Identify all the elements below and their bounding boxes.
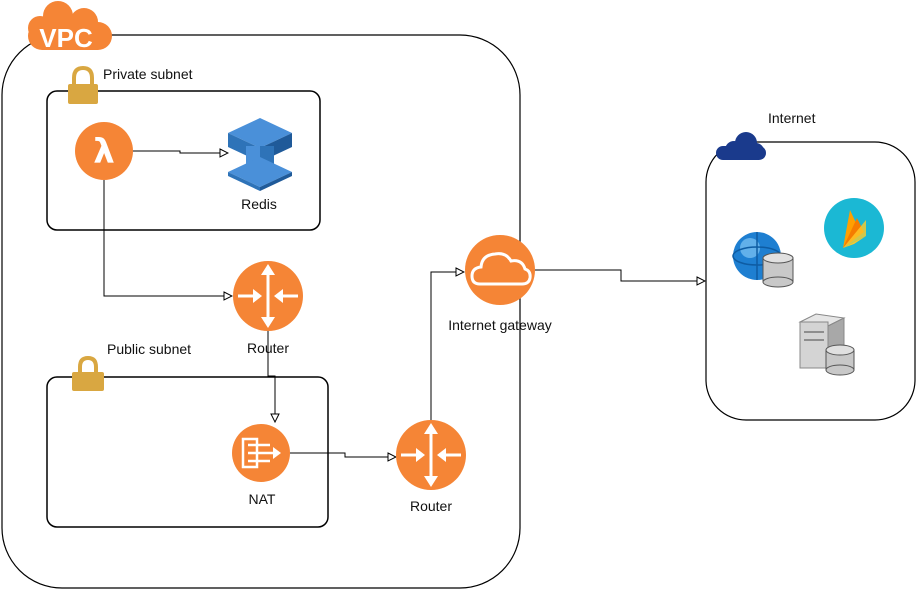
redis-node[interactable]: Redis [228,118,292,212]
edge-igw-internet [535,269,705,281]
globe-database-icon [732,232,794,288]
nat-node[interactable]: NAT [232,424,290,507]
private-subnet-container [46,90,321,231]
internet-gateway-cloud-icon [465,235,535,305]
public-subnet-label: Public subnet [107,341,191,357]
nat-arrows-icon [241,437,281,469]
lambda-icon [75,122,133,180]
redis-label: Redis [241,196,277,212]
private-subnet-label: Private subnet [103,66,193,82]
lambda-glyph: λ [93,132,115,172]
vpc-label: VPC [39,23,93,53]
internet-gateway-node[interactable]: Internet gateway [448,235,552,333]
router-public-node[interactable]: Router [396,420,466,514]
internet-gateway-label: Internet gateway [448,317,552,333]
public-subnet-container [46,376,329,528]
server-database-node[interactable] [798,313,855,376]
vpc-container [1,34,521,589]
connector-lines [103,151,705,457]
edge-router-igw [430,272,464,420]
edge-nat-router [290,453,396,457]
firebase-node[interactable] [824,198,884,258]
redis-elasticache-icon [228,118,292,191]
globe-database-node[interactable] [732,232,794,288]
private-subnet-lock-icon [68,65,98,104]
gateway-cloud-outline-icon [470,252,532,286]
edge-lambda-router [103,174,232,296]
router-arrows-icon [238,264,298,328]
edge-lambda-redis [132,151,228,153]
internet-cloud-icon [716,132,766,160]
internet-label: Internet [768,110,816,126]
internet-container [705,141,916,421]
firebase-flame-icon [843,210,866,248]
router-private-label: Router [247,340,289,356]
edge-router-nat [267,331,275,422]
router-arrows-icon [401,423,461,487]
nat-label: NAT [249,491,276,507]
lambda-node[interactable]: λ [75,122,133,180]
router-public-label: Router [410,498,452,514]
vpc-cloud-icon [28,1,112,50]
public-subnet-lock-icon [72,355,104,391]
server-database-icon [798,313,855,376]
router-private-node[interactable]: Router [233,261,303,356]
vpc-badge: VPC [28,1,112,53]
